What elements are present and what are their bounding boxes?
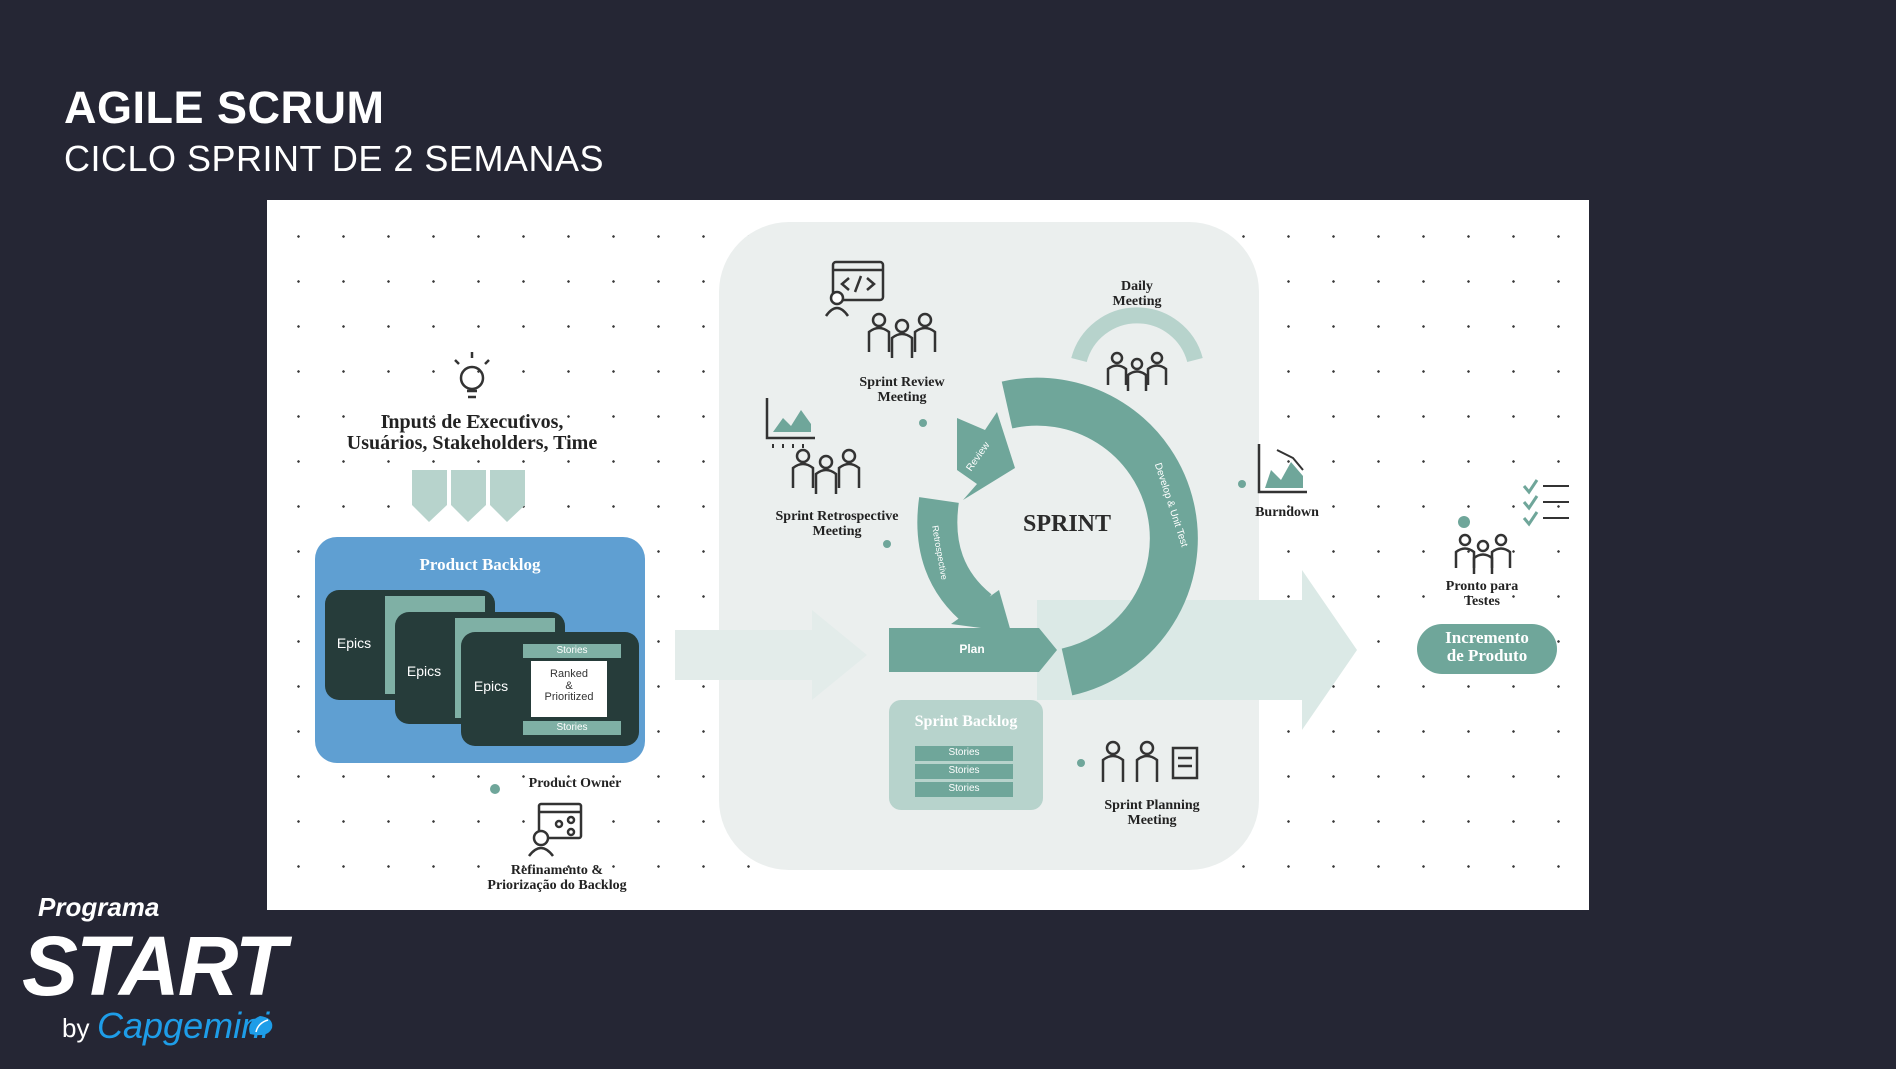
- retrospective-label: Sprint Retrospective Meeting: [747, 509, 927, 539]
- ranked-label: Ranked & Prioritized: [531, 668, 607, 704]
- brand-capgemini: Capgemini: [97, 1005, 270, 1046]
- sprint-review-line-1: Sprint Review: [859, 375, 945, 390]
- sprint-story-3: Stories: [948, 783, 980, 794]
- ranked-line-1: Ranked: [550, 668, 588, 680]
- epic-label-1: Epics: [336, 635, 372, 651]
- inputs-label: Inputs de Executivos, Usuários, Stakehol…: [317, 412, 627, 454]
- daily-line-2: Meeting: [1112, 293, 1162, 309]
- checklist-icon: [1522, 479, 1569, 527]
- scrum-diagram: Inputs de Executivos, Usuários, Stakehol…: [267, 200, 1589, 910]
- chart-icon: [765, 398, 815, 448]
- product-owner-label: Product Owner: [528, 776, 622, 791]
- ready-people-icon: [1454, 516, 1512, 574]
- stories-bottom-label: Stories: [556, 722, 588, 733]
- sprint-planning-label: Sprint Planning Meeting: [1077, 798, 1227, 828]
- epic-card-3: [461, 632, 639, 746]
- increment-line-2: de Produto: [1446, 645, 1528, 665]
- brand-by: by: [62, 1013, 90, 1043]
- flow-arrow-right: [1037, 570, 1357, 730]
- daily-meeting-label: Daily Meeting: [1087, 279, 1187, 309]
- refinement-label: Refinamento & Priorização do Backlog: [467, 863, 647, 893]
- brand-programa: Programa: [38, 892, 160, 922]
- inputs-line-2: Usuários, Stakeholders, Time: [346, 432, 598, 454]
- sprint-planning-line-1: Sprint Planning: [1104, 798, 1200, 813]
- plan-arrow: [889, 628, 1057, 672]
- inputs-line-1: Inputs de Executivos,: [380, 411, 564, 433]
- input-chevrons: [412, 470, 525, 522]
- refinement-line-1: Refinamento &: [510, 863, 604, 878]
- refinement-line-2: Priorização do Backlog: [487, 877, 627, 893]
- sprint-label: SPRINT: [1022, 511, 1112, 537]
- lightbulb-icon: [454, 352, 490, 399]
- product-backlog-title: Product Backlog: [419, 555, 541, 574]
- brand-start: START: [22, 919, 286, 1013]
- daily-people-icon: [1106, 351, 1168, 391]
- daily-meeting-arc: [1071, 307, 1203, 363]
- code-window-icon: [824, 260, 885, 317]
- refinement-icon: [528, 802, 583, 857]
- ranked-line-3: Prioritized: [544, 691, 594, 704]
- review-arc: [957, 412, 1015, 500]
- page-subtitle: CICLO SPRINT DE 2 SEMANAS: [64, 138, 604, 179]
- increment-pill: [1417, 624, 1557, 674]
- daily-line-1: Daily: [1121, 279, 1153, 294]
- sprint-panel: [719, 222, 1259, 870]
- epic-label-2: Epics: [406, 663, 442, 679]
- increment-line-1: Incremento: [1445, 628, 1529, 647]
- sprint-story-1: Stories: [948, 747, 980, 758]
- burndown-icon: [1257, 444, 1307, 494]
- sprint-story-2: Stories: [948, 765, 980, 776]
- ready-for-test-label: Pronto para Testes: [1427, 579, 1537, 609]
- ranked-line-2: &: [565, 679, 573, 692]
- page-title: AGILE SCRUM: [64, 82, 385, 133]
- flow-arrow-left: [675, 610, 867, 700]
- develop-arc: [1001, 377, 1198, 696]
- ready-line-1: Pronto para: [1445, 579, 1519, 594]
- sprint-planning-line-2: Meeting: [1127, 812, 1177, 828]
- epic-label-3: Epics: [473, 678, 509, 694]
- planning-people-icon: [1101, 740, 1199, 782]
- diagram-graphics: [315, 222, 1569, 870]
- sprint-review-line-2: Meeting: [877, 389, 927, 405]
- sprint-review-label: Sprint Review Meeting: [827, 375, 977, 405]
- retrospective-line-1: Sprint Retrospective: [775, 509, 899, 524]
- ready-line-2: Testes: [1463, 593, 1501, 609]
- retrospective-line-2: Meeting: [812, 523, 862, 539]
- product-owner-dot: [490, 784, 500, 794]
- retrospective-arrow-head: [951, 590, 1011, 632]
- increment-label: Incremento de Produto: [1417, 629, 1557, 665]
- retrospective-arc: [917, 497, 993, 626]
- plan-label: Plan: [959, 642, 985, 656]
- stories-top-label: Stories: [556, 645, 588, 656]
- burndown-label: Burndown: [1255, 505, 1319, 520]
- capgemini-spade-icon: [249, 1016, 273, 1036]
- sprint-backlog-title: Sprint Backlog: [914, 713, 1018, 730]
- sprint-review-people-icon: [867, 312, 937, 358]
- retrospective-people-icon: [791, 448, 861, 494]
